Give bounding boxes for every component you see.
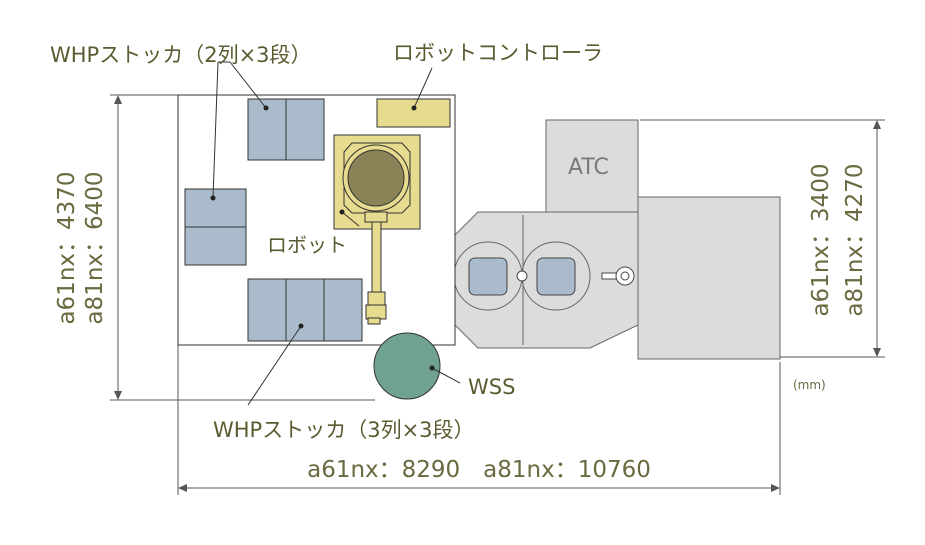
dim-right-a61nx: a61nx：3400 <box>808 163 834 316</box>
dim-left-a61nx: a61nx：4370 <box>54 171 80 324</box>
dimension-lines <box>110 94 885 495</box>
label-whp-stocker-bottom: WHPストッカ（3列×3段） <box>213 418 475 442</box>
label-robot: ロボット <box>267 233 347 257</box>
machine-tool <box>453 119 781 360</box>
atc-box <box>545 119 639 216</box>
robot <box>333 134 421 325</box>
dim-left-a81nx: a81nx：6400 <box>82 171 108 324</box>
dim-total-width: a61nx：8290 a81nx：10760 <box>307 457 651 483</box>
spindle-head <box>615 266 635 286</box>
dimension-arrowheads <box>114 95 881 492</box>
whp-stocker-top <box>247 98 325 161</box>
label-robot-controller: ロボットコントローラ <box>393 41 603 65</box>
whp-stocker-left <box>184 188 247 266</box>
machine-right-block <box>637 196 781 360</box>
leader-dots <box>210 105 435 371</box>
whp-stocker-bottom <box>247 278 363 342</box>
pallet-right <box>536 257 576 296</box>
robot-controller-box <box>376 98 451 128</box>
pallet-left <box>468 257 508 296</box>
label-whp-stocker-top: WHPストッカ（2列×3段） <box>50 43 312 67</box>
wss-station <box>373 332 441 400</box>
dim-right-a81nx: a81nx：4270 <box>842 163 868 316</box>
leader-lines <box>212 61 461 406</box>
label-wss: WSS <box>468 375 515 399</box>
label-atc: ATC <box>568 155 609 180</box>
label-unit: (mm) <box>793 378 826 392</box>
